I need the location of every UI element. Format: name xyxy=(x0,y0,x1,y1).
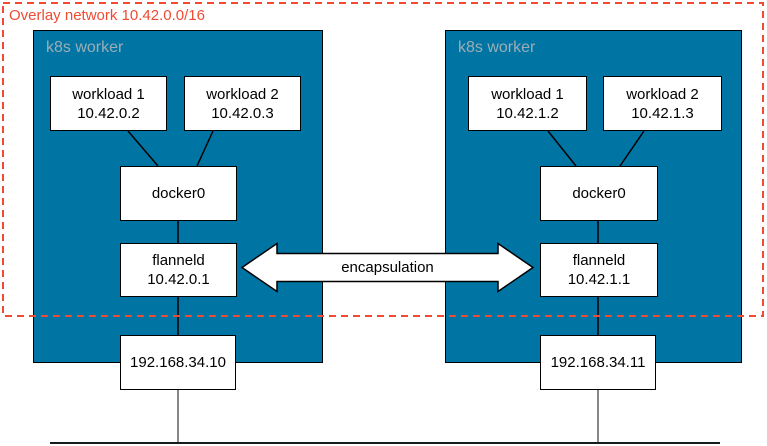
workload-ip: 10.42.1.3 xyxy=(631,104,694,122)
flanneld-ip: 10.42.1.1 xyxy=(567,271,631,288)
bridge-name: docker0 xyxy=(151,185,206,202)
workload-name: workload 1 xyxy=(72,85,145,103)
workload-name: workload 2 xyxy=(626,85,699,103)
workload-name: workload 1 xyxy=(491,85,564,103)
docker0-box-right: docker0 xyxy=(540,166,658,221)
host-ip-box-right: 192.168.34.11 xyxy=(540,335,656,390)
workload-1-box-right: workload 1 10.42.1.2 xyxy=(468,76,587,131)
flanneld-ip: 10.42.0.1 xyxy=(147,271,210,288)
host-ip: 192.168.34.11 xyxy=(550,354,646,371)
flanneld-name: flanneld xyxy=(572,252,626,269)
workload-ip: 10.42.0.2 xyxy=(77,104,140,122)
host-ip-box-left: 192.168.34.10 xyxy=(120,335,236,390)
workload-ip: 10.42.1.2 xyxy=(496,104,559,122)
bridge-name: docker0 xyxy=(572,185,626,202)
flanneld-box-left: flanneld 10.42.0.1 xyxy=(120,243,237,297)
worker-title-left: k8s worker xyxy=(46,39,124,56)
flanneld-box-right: flanneld 10.42.1.1 xyxy=(540,243,658,297)
docker0-box-left: docker0 xyxy=(120,166,237,221)
workload-1-box-left: workload 1 10.42.0.2 xyxy=(50,76,167,131)
workload-2-box-left: workload 2 10.42.0.3 xyxy=(184,76,301,131)
workload-name: workload 2 xyxy=(206,85,279,103)
workload-ip: 10.42.0.3 xyxy=(211,104,274,122)
worker-title-right: k8s worker xyxy=(458,39,536,56)
overlay-network-title: Overlay network 10.42.0.0/16 xyxy=(9,7,205,24)
encapsulation-label: encapsulation xyxy=(341,259,434,276)
workload-2-box-right: workload 2 10.42.1.3 xyxy=(603,76,722,131)
host-ip: 192.168.34.10 xyxy=(130,354,226,371)
flanneld-name: flanneld xyxy=(152,252,205,269)
